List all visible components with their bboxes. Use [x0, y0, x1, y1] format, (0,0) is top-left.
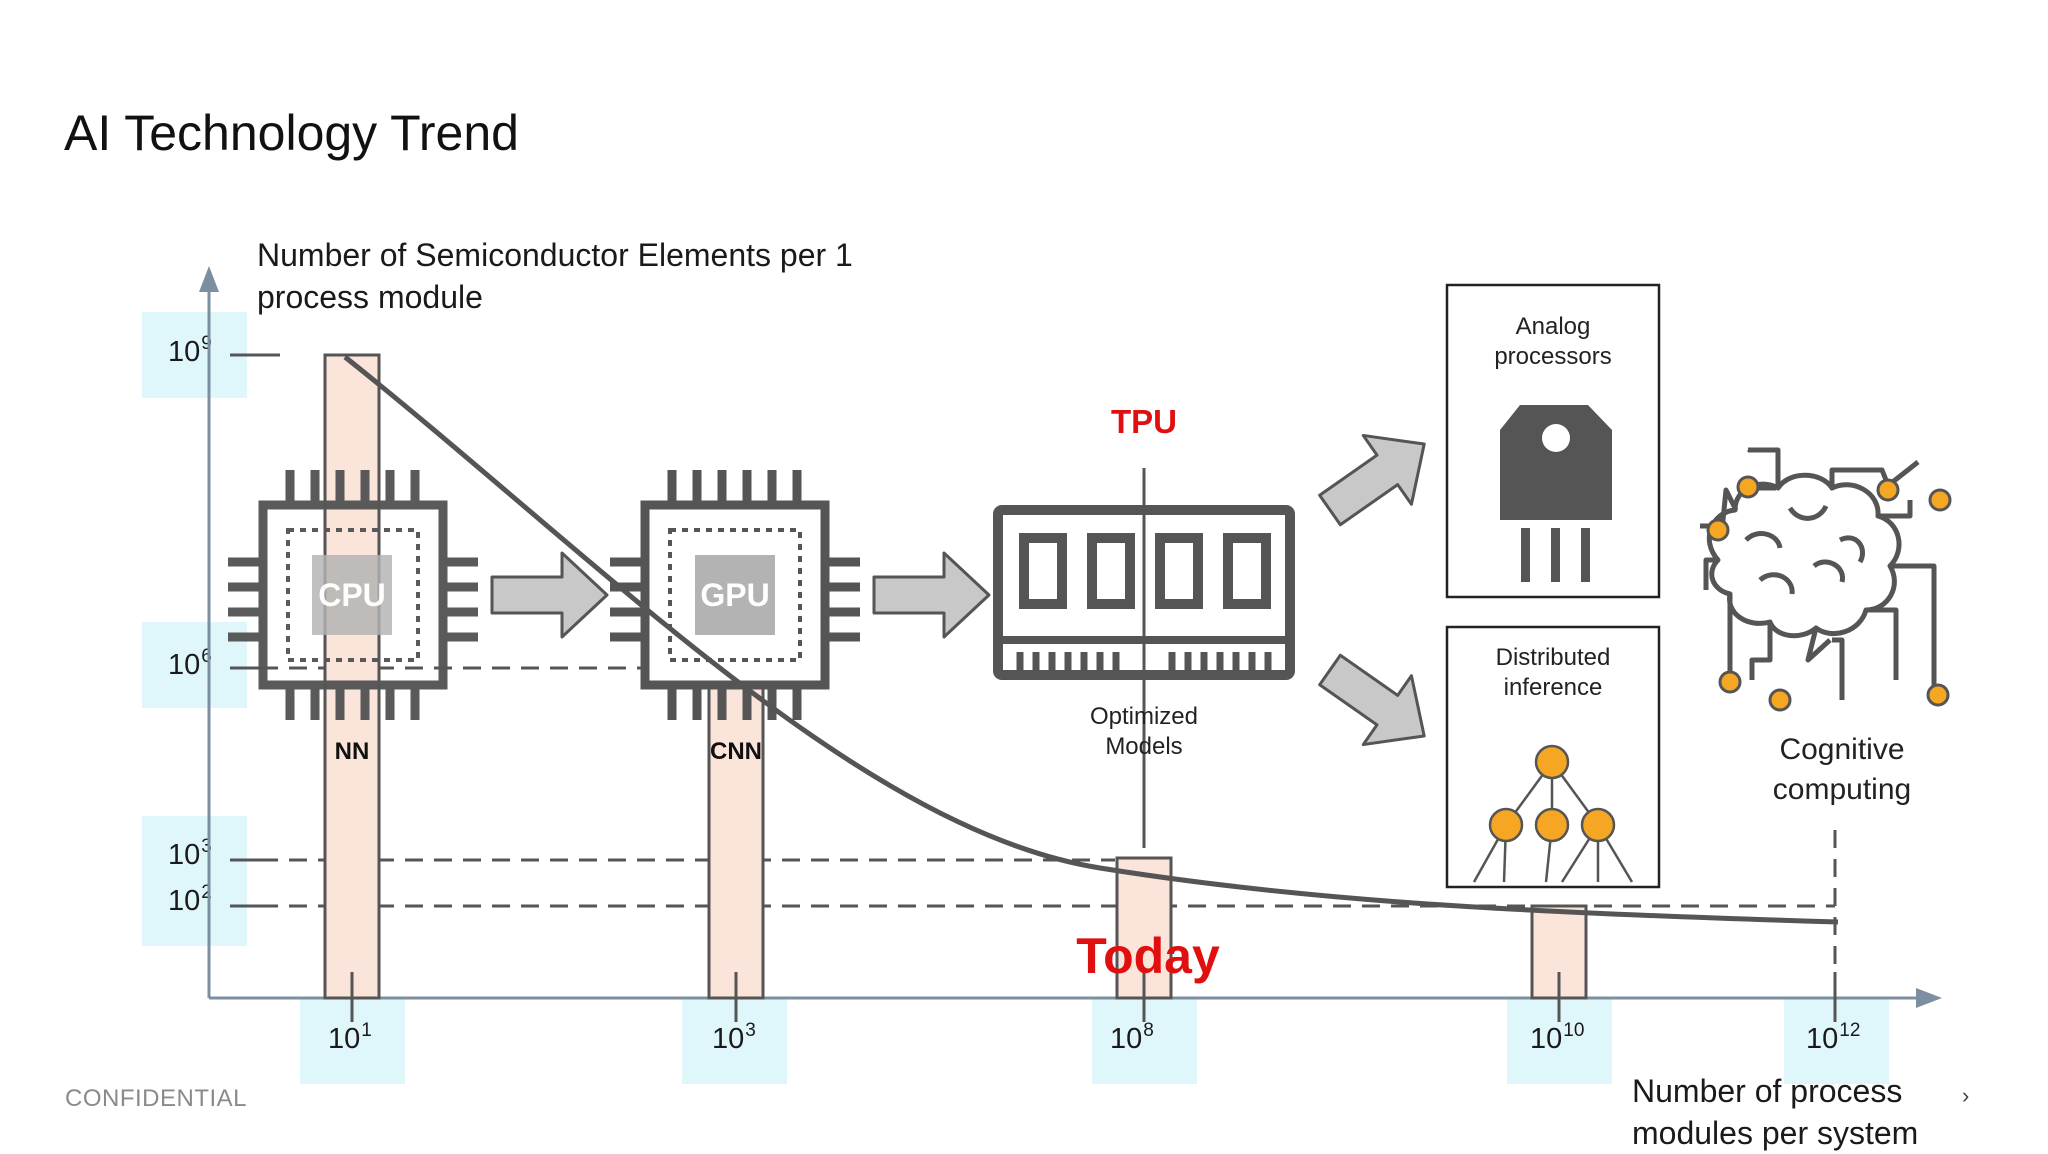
slide-title: AI Technology Trend: [64, 105, 519, 161]
arrow-icon: [1304, 408, 1450, 546]
slide-corner-mark: ›: [1962, 1083, 1969, 1108]
x-tick-label: 1012: [1806, 1020, 1861, 1055]
y-tick-label: 106: [168, 646, 212, 681]
x-axis: [209, 988, 1942, 1008]
x-tick-label: 101: [328, 1020, 372, 1055]
y-tick-label: 103: [168, 836, 212, 871]
cnn-label: CNN: [710, 738, 762, 765]
x-tick-label: 1010: [1530, 1020, 1585, 1055]
analog-processors-label: Analog processors: [1494, 313, 1612, 370]
trend-curve: [343, 355, 1839, 925]
nn-label: NN: [335, 738, 370, 765]
y-axis-label: Number of Semiconductor Elements per 1 p…: [257, 237, 853, 315]
x-axis-label: Number of process modules per system: [1632, 1073, 1919, 1151]
today-label: Today: [1076, 928, 1220, 984]
brain-nodes: [1706, 475, 1952, 712]
x-tick-label: 103: [712, 1020, 756, 1055]
arrow-icon: [872, 551, 991, 639]
confidential-footer: CONFIDENTIAL: [65, 1085, 248, 1112]
y-axis: [199, 266, 219, 998]
cpu-chip-icon: CPU: [228, 470, 478, 720]
gpu-label: GPU: [700, 577, 769, 613]
arrow-icon: [490, 551, 609, 639]
y-tick-box: [142, 816, 247, 946]
distributed-inference-label: Distributed inference: [1495, 644, 1611, 701]
network-tree-icon: [1472, 744, 1634, 883]
y-tick-box: [142, 312, 247, 398]
optimized-models-label: Optimized Models: [1089, 703, 1199, 760]
gpu-chip-icon: GPU: [610, 470, 860, 720]
cpu-label: CPU: [318, 577, 386, 613]
y-tick-label: 109: [168, 333, 212, 368]
tpu-label: TPU: [1111, 403, 1177, 440]
stage-bar-cnn: [707, 666, 765, 1000]
power-transistor-icon: [1500, 405, 1612, 582]
cognitive-computing-label: Cognitive computing: [1772, 733, 1912, 806]
y-tick-label: 102: [168, 882, 212, 917]
x-tick-label: 108: [1110, 1020, 1154, 1055]
stage-bar-nn: [323, 353, 381, 1000]
arrow-icon: [1304, 634, 1450, 772]
